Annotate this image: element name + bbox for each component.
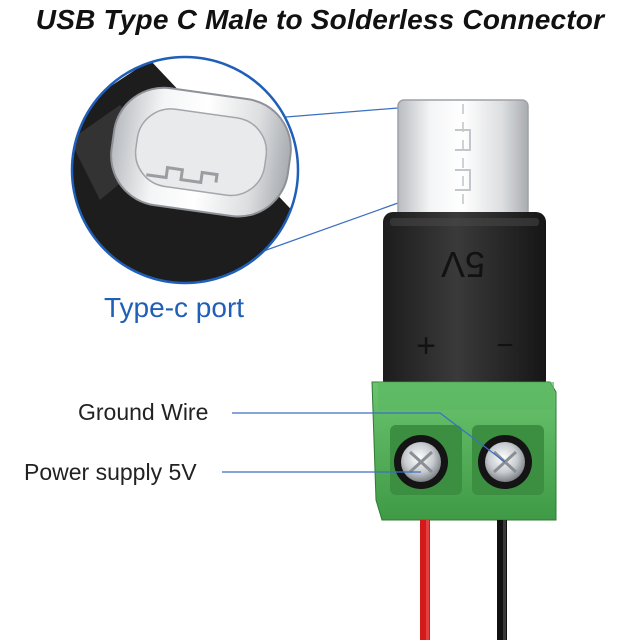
plus-marking: + xyxy=(416,327,436,365)
minus-marking: − xyxy=(496,329,514,362)
port-closeup xyxy=(70,55,300,285)
wires xyxy=(420,520,507,640)
power-supply-label: Power supply 5V xyxy=(24,459,197,485)
connector-housing xyxy=(383,212,546,390)
callout-ring xyxy=(70,55,300,285)
terminal-block xyxy=(371,381,557,521)
page-title: USB Type C Male to Solderless Connector xyxy=(35,4,605,35)
black-wire xyxy=(497,520,507,640)
red-wire xyxy=(420,520,430,640)
voltage-marking: 5V xyxy=(441,244,485,285)
callout-line-top xyxy=(285,107,399,118)
callout-line-bottom xyxy=(257,202,399,254)
usb-c-plug xyxy=(397,99,529,219)
ground-leader-line xyxy=(232,412,506,463)
ground-wire-label: Ground Wire xyxy=(78,399,209,425)
port-label: Type-c port xyxy=(104,292,245,323)
